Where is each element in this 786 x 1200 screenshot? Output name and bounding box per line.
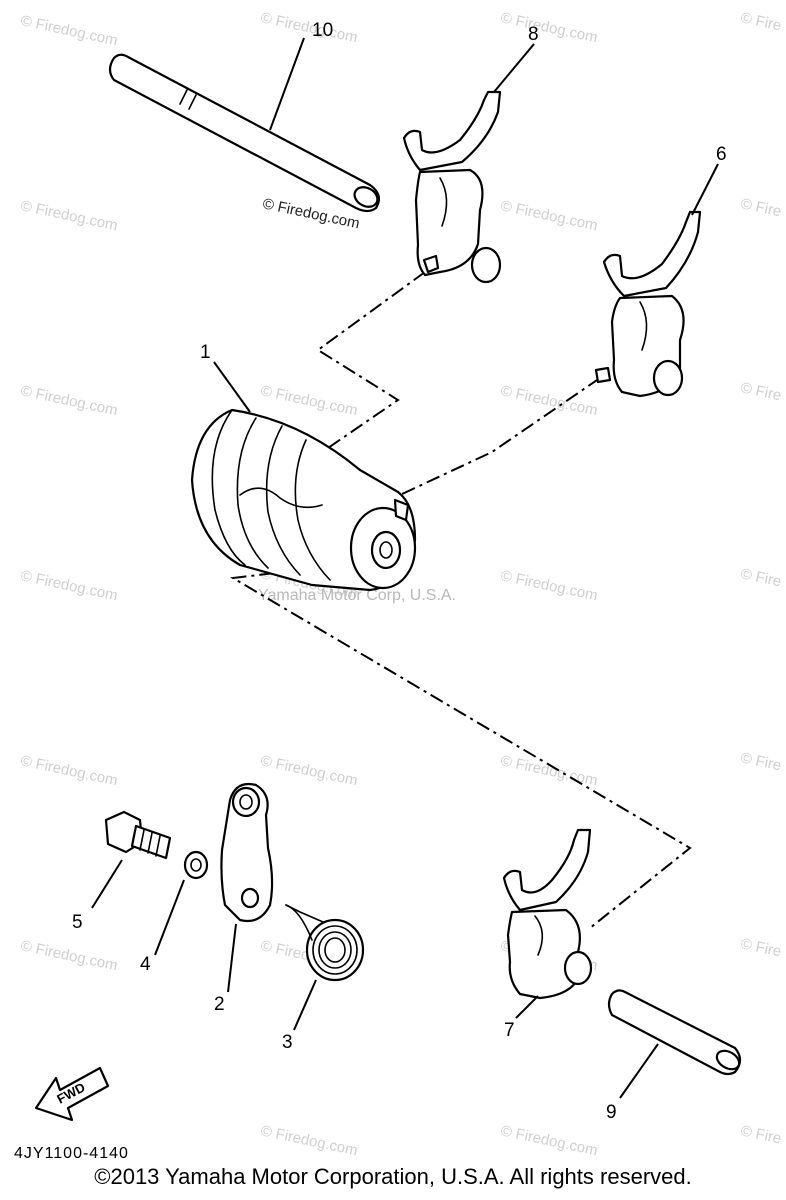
part-5-bolt <box>104 810 172 860</box>
part-number-8: 8 <box>528 24 539 45</box>
watermark: © Firedog.com <box>499 752 599 789</box>
part-1-shift-drum <box>190 408 417 592</box>
part-6-shift-fork <box>594 210 702 398</box>
watermark: © Firedog.com <box>259 752 359 789</box>
part-4-washer <box>183 850 209 880</box>
part-3-torsion-spring <box>285 904 365 982</box>
watermark: © Firedog.com <box>259 382 359 419</box>
watermark: © Fire <box>739 565 783 590</box>
part-number-7: 7 <box>504 1020 515 1041</box>
leader-lines <box>91 37 719 1099</box>
part-number-9: 9 <box>606 1102 617 1123</box>
watermark: © Fire <box>739 195 783 220</box>
watermark-grid: © Firedog.com © Firedog.com © Firedog.co… <box>19 9 783 1159</box>
fwd-arrow-icon: FWD <box>34 1066 110 1122</box>
watermark: © Firedog.com <box>19 12 119 49</box>
part-labels: 10 8 6 1 5 4 2 3 7 9 <box>72 20 727 1123</box>
part-2-stopper-lever <box>220 782 274 923</box>
part-10-shift-shaft <box>108 53 381 213</box>
watermark: © Fire <box>739 935 783 960</box>
part-number-6: 6 <box>716 144 727 165</box>
diagram-code: 4JY1100-4140 <box>14 1145 129 1162</box>
watermark: © Firedog.com <box>19 937 119 974</box>
watermark: © Firedog.com <box>499 1122 599 1159</box>
watermark: © Fire <box>739 9 783 34</box>
watermark: © Firedog.com <box>19 752 119 789</box>
part-7-shift-fork <box>502 828 593 1000</box>
center-watermark: Yamaha Motor Corp, U.S.A. <box>258 587 456 604</box>
part-9-dowel-pin <box>607 989 742 1076</box>
part-number-10: 10 <box>312 20 333 41</box>
watermark: © Firedog.com <box>259 1122 359 1159</box>
part-number-1: 1 <box>200 342 211 363</box>
part-number-5: 5 <box>72 912 83 933</box>
watermark: © Fire <box>739 1122 783 1147</box>
watermark: © Firedog.com <box>499 197 599 234</box>
watermark: © Firedog.com <box>19 197 119 234</box>
copyright-notice: ©2013 Yamaha Motor Corporation, U.S.A. A… <box>94 1164 692 1189</box>
part-number-4: 4 <box>140 954 151 975</box>
watermark: © Firedog.com <box>499 567 599 604</box>
watermark: © Firedog.com <box>499 9 599 46</box>
watermark: © Firedog.com <box>19 567 119 604</box>
watermark: © Firedog.com <box>19 382 119 419</box>
part-number-2: 2 <box>214 994 225 1015</box>
part-number-3: 3 <box>282 1032 293 1053</box>
watermark: © Fire <box>739 379 783 404</box>
part-8-shift-fork <box>402 90 502 284</box>
alignment-lines <box>229 271 692 929</box>
watermark: © Fire <box>739 749 783 774</box>
watermark: © Firedog.com <box>259 9 359 46</box>
